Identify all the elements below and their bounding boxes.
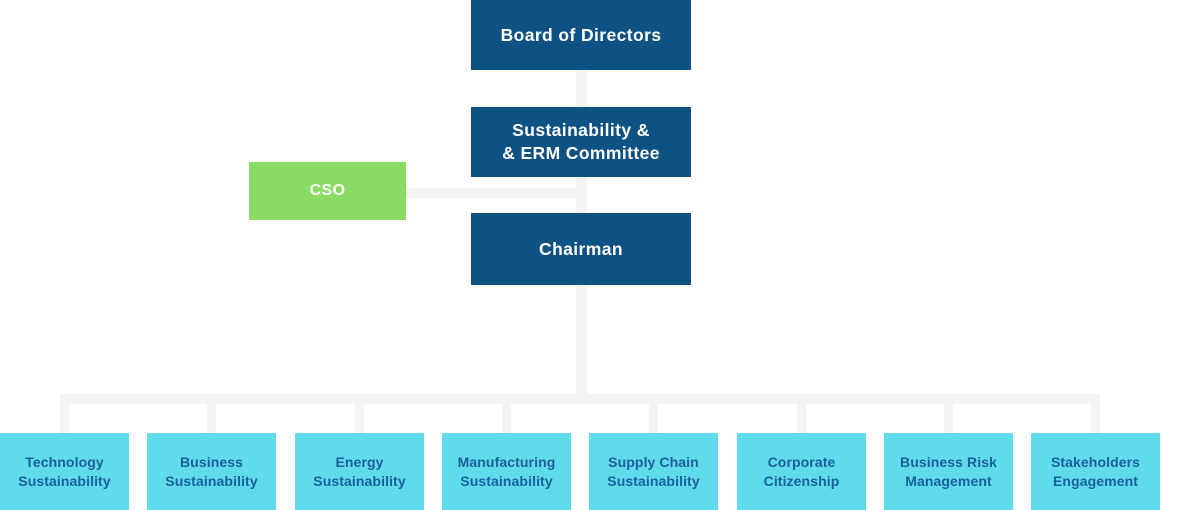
- node-label-line2: Sustainability: [607, 472, 700, 489]
- node-label-line1: Manufacturing: [457, 453, 556, 470]
- node-label-line1: Business Risk: [899, 453, 997, 470]
- node-label-line1: Sustainability &: [512, 120, 650, 140]
- connector-drop: [649, 394, 658, 433]
- node-label-line2: Sustainability: [313, 472, 406, 489]
- node-label-line2: Sustainability: [165, 472, 258, 489]
- connector-drop: [60, 394, 69, 433]
- node-label: Chairman: [539, 238, 623, 259]
- node-supply-chain-sustainability: Supply Chain Sustainability: [589, 433, 718, 510]
- node-label-line1: Supply Chain: [608, 453, 699, 470]
- connector-drop: [1091, 394, 1100, 433]
- node-label: Board of Directors: [500, 24, 662, 45]
- connector-drop: [502, 394, 511, 433]
- node-business-risk-management: Business Risk Management: [884, 433, 1013, 510]
- node-label-line1: Business: [179, 453, 244, 470]
- node-label-line2: Sustainability: [460, 472, 553, 489]
- node-board-of-directors: Board of Directors: [471, 0, 691, 70]
- node-label-line1: Corporate: [767, 453, 836, 470]
- node-business-sustainability: Business Sustainability: [147, 433, 276, 510]
- connector-drop: [355, 394, 364, 433]
- connector-drop: [797, 394, 806, 433]
- node-stakeholders-engagement: Stakeholders Engagement: [1031, 433, 1160, 510]
- node-manufacturing-sustainability: Manufacturing Sustainability: [442, 433, 571, 510]
- node-label-line2: Management: [905, 472, 992, 489]
- connector-drop: [207, 394, 216, 433]
- node-corporate-citizenship: Corporate Citizenship: [737, 433, 866, 510]
- node-label-line2: Sustainability: [18, 472, 111, 489]
- node-sustainability-erm-committee: Sustainability & & ERM Committee: [471, 107, 691, 177]
- node-label-line1: Technology: [25, 453, 104, 470]
- node-technology-sustainability: Technology Sustainability: [0, 433, 129, 510]
- node-chairman: Chairman: [471, 213, 691, 285]
- node-label: CSO: [309, 182, 346, 199]
- node-label-line2: Engagement: [1052, 472, 1138, 489]
- node-cso: CSO: [249, 162, 406, 220]
- node-label-line2: Citizenship: [763, 472, 840, 489]
- connector-cso-horizontal: [406, 188, 582, 198]
- connector-departments-rail: [60, 394, 1100, 404]
- node-label-line1: Stakeholders: [1050, 453, 1141, 470]
- connector-drop: [944, 394, 953, 433]
- node-label-line2: & ERM Committee: [502, 143, 660, 163]
- node-energy-sustainability: Energy Sustainability: [295, 433, 424, 510]
- node-label-line1: Energy: [335, 453, 384, 470]
